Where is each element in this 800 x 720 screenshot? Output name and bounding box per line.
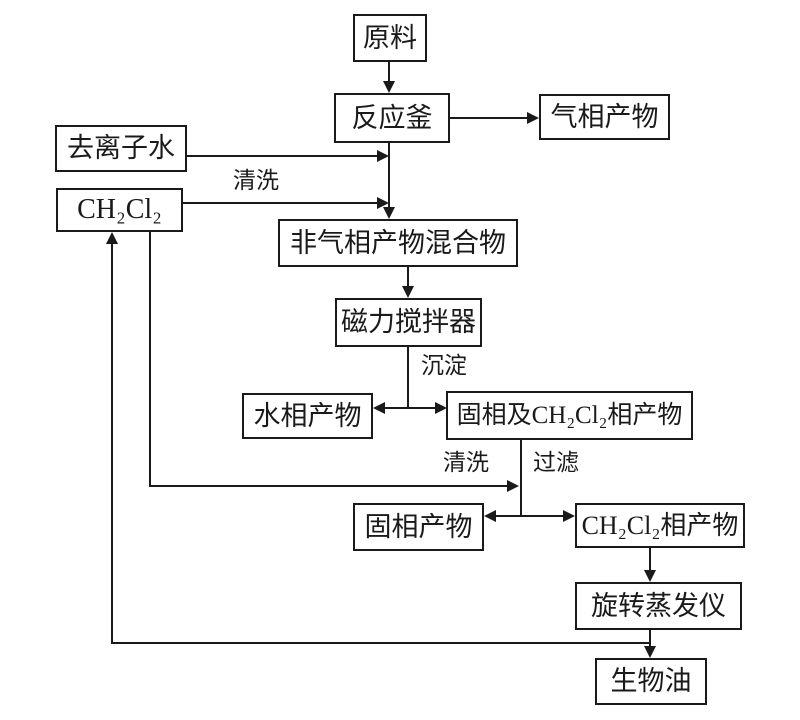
connector-recycle-horizontal	[111, 642, 651, 644]
edge-label-wash-top: 清洗	[233, 168, 279, 193]
arrowhead-recycle-to-ch2cl2	[106, 232, 118, 244]
arrowhead-to-evaporator	[644, 570, 656, 582]
arrowhead-water-wash	[377, 150, 389, 162]
arrowhead-mixture-to-stirrer	[402, 286, 414, 298]
node-raw-material: 原料	[353, 14, 427, 62]
connector-evaporator-to-biooil	[649, 630, 651, 647]
arrowhead-raw-to-reactor	[383, 81, 395, 93]
connector-stirrer-down	[407, 347, 409, 409]
node-deionized-water: 去离子水	[55, 125, 187, 172]
node-solid-and-ch2cl2-phase-product: 固相及CH₂Cl₂相产物	[446, 391, 693, 440]
arrowhead-to-aqueous	[373, 402, 385, 414]
edge-label-filtration: 过滤	[533, 450, 579, 475]
node-ch2cl2-phase-product: CH₂Cl₂相产物	[575, 503, 745, 548]
arrowhead-ch2cl2-wash-bottom	[507, 480, 519, 492]
arrowhead-ch2cl2-wash-top	[377, 197, 389, 209]
edge-label-wash-bottom: 清洗	[443, 450, 489, 475]
node-magnetic-stirrer: 磁力搅拌器	[335, 298, 482, 347]
node-gas-phase-product: 气相产物	[539, 94, 670, 140]
node-solid-phase-product: 固相产物	[353, 503, 484, 551]
node-aqueous-phase-product: 水相产物	[242, 393, 373, 439]
node-ch2cl2: CH₂Cl₂	[56, 188, 183, 232]
node-reactor: 反应釜	[334, 93, 450, 143]
arrowhead-reactor-to-gas	[527, 112, 539, 124]
node-bio-oil: 生物油	[595, 658, 707, 705]
edge-label-precipitation: 沉淀	[421, 353, 467, 378]
node-rotary-evaporator: 旋转蒸发仪	[575, 582, 742, 630]
connector-recycle-vertical	[111, 243, 113, 643]
connector-ch2cl2-wash-bottom-horizontal	[149, 485, 507, 487]
connector-water-wash	[187, 155, 377, 157]
connector-reactor-to-gas	[450, 117, 528, 119]
connector-filtration-down	[520, 440, 522, 517]
arrowhead-to-biooil	[644, 646, 656, 658]
connector-raw-to-reactor	[388, 62, 390, 83]
node-non-gas-phase-mixture: 非气相产物混合物	[278, 219, 518, 267]
connector-precipitation-split	[385, 407, 436, 409]
arrowhead-to-solid-product	[484, 510, 496, 522]
connector-mixture-to-stirrer	[407, 267, 409, 288]
connector-ch2cl2product-to-evaporator	[649, 548, 651, 571]
arrowhead-to-solid-ch2cl2	[435, 402, 447, 414]
connector-reactor-to-mixture	[388, 143, 390, 208]
connector-ch2cl2-wash-bottom-vertical	[149, 232, 151, 487]
connector-ch2cl2-wash-top	[183, 202, 377, 204]
arrowhead-to-ch2cl2-product	[563, 510, 575, 522]
connector-filtration-split	[496, 515, 563, 517]
arrowhead-into-mixture	[383, 207, 395, 219]
